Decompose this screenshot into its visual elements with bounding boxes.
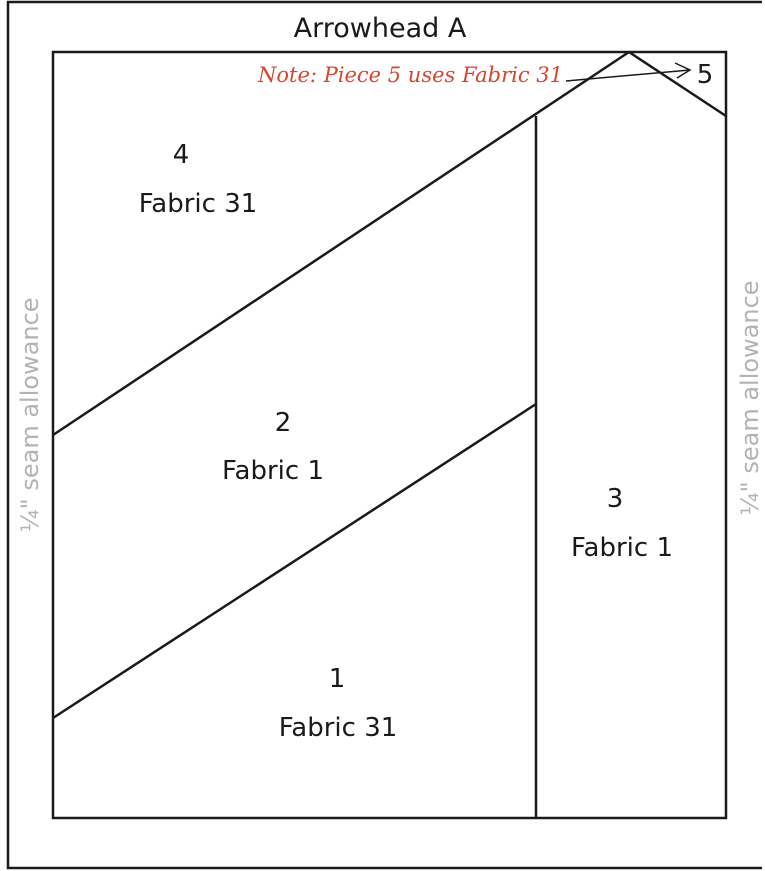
seam-line-5 (628, 50, 727, 118)
piece-4-fabric: Fabric 31 (139, 189, 258, 219)
block-outline (51, 50, 728, 820)
diagram-title: Arrowhead A (294, 13, 467, 44)
piece-4-number: 4 (173, 140, 190, 170)
note-text: Note: Piece 5 uses Fabric 31 (257, 63, 563, 87)
piece-2-number: 2 (275, 408, 292, 438)
piece-3-number: 3 (607, 484, 624, 514)
seam-allowance-right: ¼" seam allowance (736, 280, 764, 515)
note-arrow-head (674, 62, 692, 79)
piece-1-number: 1 (329, 664, 346, 694)
outer-border (6, 0, 762, 870)
piece-1-fabric: Fabric 31 (279, 713, 398, 743)
piece-2-fabric: Fabric 1 (222, 456, 324, 486)
seam-allowance-left: ¼" seam allowance (16, 297, 44, 532)
piece-5-number: 5 (697, 60, 714, 90)
seam-line-4-2 (52, 50, 630, 437)
piece-3-fabric: Fabric 1 (571, 533, 673, 563)
seam-line-2-1 (52, 402, 537, 720)
note-arrow-line (565, 69, 691, 82)
